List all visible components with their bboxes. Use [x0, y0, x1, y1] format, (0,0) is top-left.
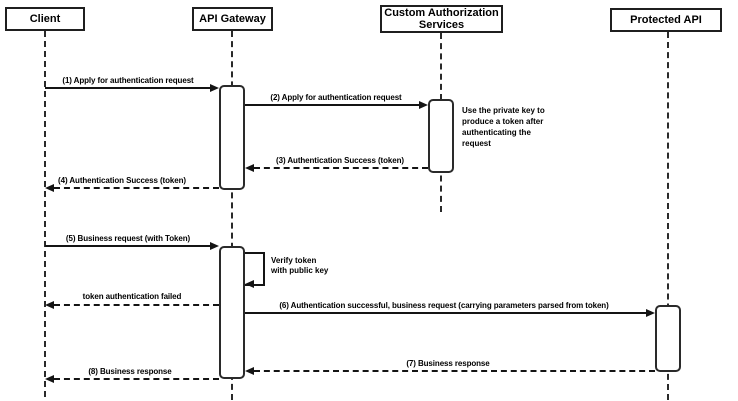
activation-api-gateway-business: [219, 246, 245, 379]
message-2-label: (2) Apply for authentication request: [270, 93, 402, 102]
lifeline-client: [44, 31, 46, 397]
message-3-line: [254, 167, 428, 169]
message-5-label: (5) Business request (with Token): [65, 234, 191, 243]
message-7-label: (7) Business response: [406, 359, 490, 368]
actor-protected-api-label: Protected API: [630, 14, 702, 26]
activation-protected-api: [655, 305, 681, 372]
message-7-line: [254, 370, 655, 372]
message-self-label: Verify token with public key: [271, 256, 329, 275]
activation-custom-auth-services: [428, 99, 454, 173]
arrowhead-left-icon: [45, 184, 54, 192]
lifeline-api-gateway: [231, 31, 233, 400]
activation-api-gateway-auth: [219, 85, 245, 190]
message-3-label: (3) Authentication Success (token): [276, 156, 404, 165]
self-loop-line: [245, 252, 265, 286]
message-2-line: [245, 104, 419, 106]
lifeline-protected-api: [667, 32, 669, 400]
actor-custom-auth-services: Custom Authorization Services: [380, 5, 503, 33]
actor-api-gateway-label: API Gateway: [199, 13, 266, 25]
message-1-line: [45, 87, 210, 89]
actor-protected-api: Protected API: [610, 8, 722, 32]
arrowhead-right-icon: [210, 84, 219, 92]
message-1-label: (1) Apply for authentication request: [62, 76, 194, 85]
arrowhead-right-icon: [646, 309, 655, 317]
arrowhead-left-icon: [245, 164, 254, 172]
arrowhead-left-icon: [45, 375, 54, 383]
arrowhead-left-icon: [45, 301, 54, 309]
message-5-line: [45, 245, 210, 247]
message-4-line: [54, 187, 219, 189]
message-4-label: (4) Authentication Success (token): [58, 176, 186, 185]
arrowhead-left-icon: [245, 367, 254, 375]
message-failed-label: token authentication failed: [82, 292, 182, 301]
arrowhead-left-icon: [245, 280, 254, 288]
message-failed-line: [54, 304, 219, 306]
actor-client: Client: [5, 7, 85, 31]
message-6-label: (6) Authentication successful, business …: [279, 301, 609, 310]
arrowhead-right-icon: [419, 101, 428, 109]
actor-client-label: Client: [29, 13, 61, 25]
note-private-key: Use the private key to produce a token a…: [462, 106, 545, 148]
message-6-line: [245, 312, 646, 314]
actor-custom-auth-services-label: Custom Authorization Services: [384, 7, 499, 31]
message-8-line: [54, 378, 219, 380]
message-8-label: (8) Business response: [88, 367, 172, 376]
arrowhead-right-icon: [210, 242, 219, 250]
actor-api-gateway: API Gateway: [192, 7, 273, 31]
